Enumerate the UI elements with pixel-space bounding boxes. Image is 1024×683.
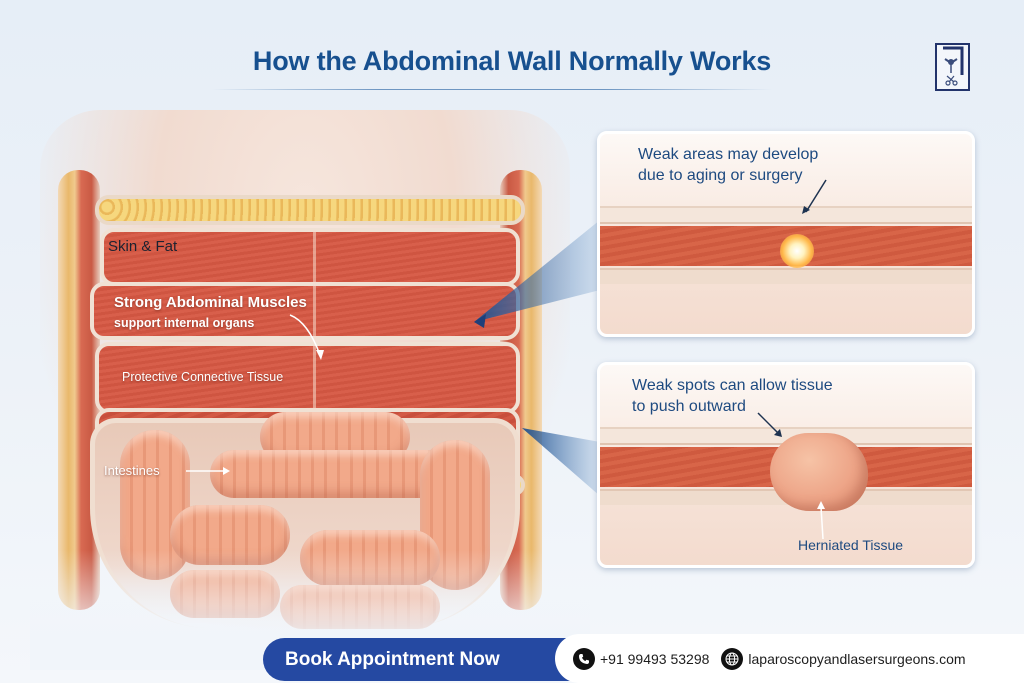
caduceus-scissors-icon (943, 46, 964, 86)
pointer-arrow-icon (817, 501, 825, 540)
label-connective-tissue: Protective Connective Tissue (122, 370, 284, 384)
callout-beams (474, 220, 600, 496)
website-url: laparoscopyandlasersurgeons.com (748, 650, 966, 667)
under-band (600, 268, 972, 284)
skin-band (600, 206, 972, 224)
page-title: How the Abdominal Wall Normally Works (252, 46, 772, 76)
label-muscles-title: Strong Abdominal Muscles (114, 294, 307, 311)
muscle-layer-3 (95, 342, 520, 414)
herniated-tissue-bulge (770, 433, 868, 511)
herniated-tissue-label: Herniated Tissue (798, 537, 904, 553)
herniation-caption: Weak spots can allow tissue to push outw… (632, 375, 833, 417)
caption-line-1: Weak spots can allow tissue (632, 377, 833, 394)
clinic-logo (935, 43, 970, 91)
label-muscles-sub: support internal organs (114, 316, 255, 330)
label-intestines: Intestines (104, 463, 160, 478)
website-link[interactable]: laparoscopyandlasersurgeons.com (721, 647, 966, 670)
weak-area-panel: Weak areas may develop due to aging or s… (597, 131, 975, 337)
label-arrows (186, 314, 324, 475)
phone-number: +91 99493 53298 (600, 650, 710, 667)
herniation-panel: Weak spots can allow tissue to push outw… (597, 362, 975, 568)
phone-icon (573, 647, 595, 670)
caption-line-2: to push outward (632, 398, 746, 415)
caption-line-1: Weak areas may develop (638, 146, 819, 163)
contact-bar: +91 99493 53298 laparoscopyandlasersurge… (555, 634, 1024, 683)
book-appointment-button[interactable]: Book Appointment Now (263, 638, 603, 681)
title-divider (212, 89, 772, 90)
fat-layer (95, 195, 525, 225)
globe-icon (721, 647, 744, 670)
intestine-loop (210, 450, 450, 498)
linea-alba (313, 230, 316, 410)
pointer-arrow-icon (757, 412, 782, 437)
muscle-layer-1 (100, 228, 520, 286)
caption-line-2: due to aging or surgery (638, 167, 803, 184)
phone-link[interactable]: +91 99493 53298 (573, 647, 710, 670)
muscle-layer-2 (90, 282, 520, 340)
pointer-arrow-icon (802, 179, 827, 214)
label-skin-fat: Skin & Fat (108, 238, 178, 255)
weak-spot-glow (780, 234, 814, 268)
weak-area-caption: Weak areas may develop due to aging or s… (638, 144, 818, 186)
